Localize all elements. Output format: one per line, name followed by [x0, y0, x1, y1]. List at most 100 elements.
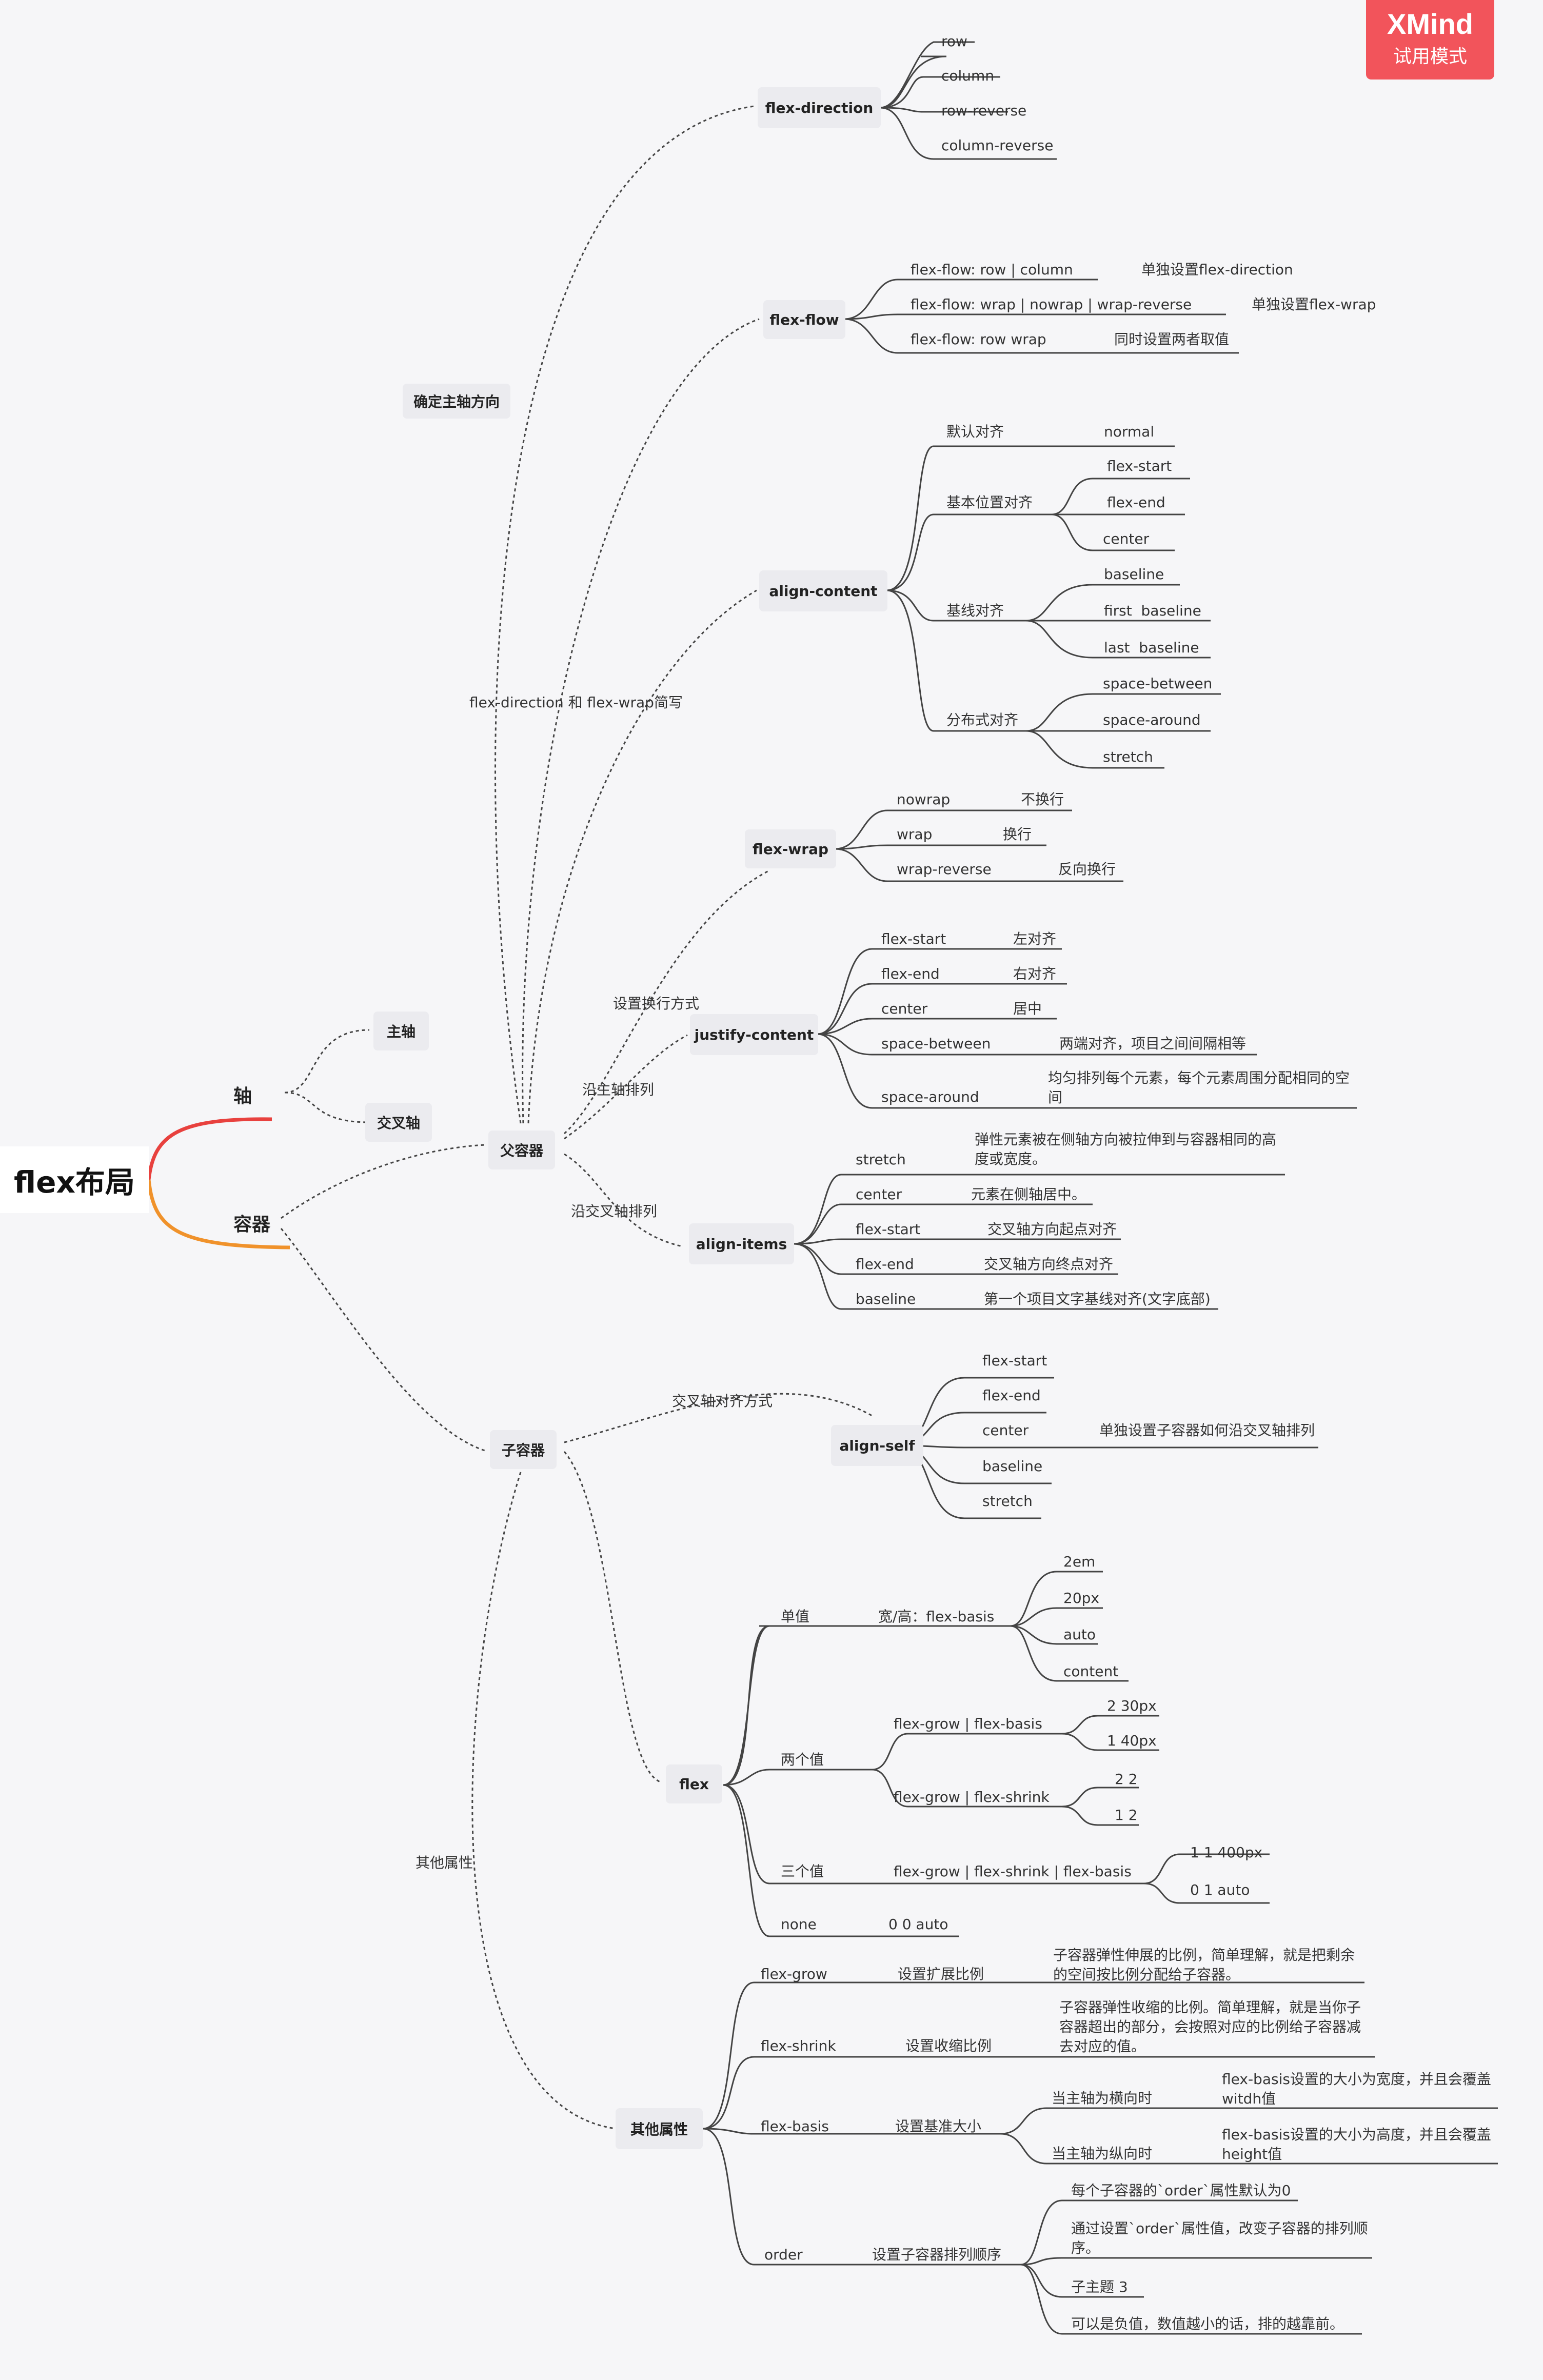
- align-items-topic[interactable]: align-items: [689, 1223, 794, 1264]
- align-self-note[interactable]: 单独设置子容器如何沿交叉轴排列: [1099, 1422, 1315, 1439]
- align-content-group-position[interactable]: 基本位置对齐: [946, 494, 1033, 511]
- align-items-center[interactable]: center: [856, 1186, 902, 1203]
- align-content-flex-end[interactable]: flex-end: [1107, 494, 1165, 511]
- justify-content-topic[interactable]: justify-content: [690, 1014, 818, 1055]
- flex-single-2em[interactable]: 2em: [1063, 1553, 1096, 1570]
- align-content-group-baseline[interactable]: 基线对齐: [946, 602, 1004, 619]
- other-flex-shrink[interactable]: flex-shrink: [761, 2037, 836, 2054]
- align-items-baseline[interactable]: baseline: [856, 1291, 916, 1307]
- justify-content-space-around[interactable]: space-around: [881, 1088, 979, 1105]
- other-order-note-3[interactable]: 子主题 3: [1071, 2278, 1128, 2295]
- flex-direction-row[interactable]: row: [941, 33, 967, 50]
- align-self-topic[interactable]: align-self: [831, 1425, 923, 1466]
- justify-content-center[interactable]: center: [881, 1000, 928, 1017]
- other-flex-basis[interactable]: flex-basis: [761, 2118, 829, 2135]
- flex-double-2-30px[interactable]: 2 30px: [1107, 1697, 1157, 1714]
- flex-single-label[interactable]: 单值: [781, 1608, 810, 1625]
- other-order-note-2[interactable]: 通过设置`order`属性值，改变子容器的排列顺序。: [1071, 2220, 1368, 2256]
- align-content-topic[interactable]: align-content: [759, 570, 887, 611]
- other-order-note-1[interactable]: 每个子容器的`order`属性默认为0: [1071, 2182, 1291, 2199]
- other-flex-grow[interactable]: flex-grow: [761, 1966, 827, 1982]
- flex-none-label[interactable]: none: [781, 1916, 817, 1933]
- flex-triple-label[interactable]: 三个值: [781, 1863, 824, 1880]
- align-content-stretch[interactable]: stretch: [1103, 748, 1153, 765]
- flex-double-desc-2[interactable]: flex-grow | flex-shrink: [894, 1789, 1050, 1806]
- flex-direction-row-reverse[interactable]: row-reverse: [941, 102, 1027, 119]
- align-items-flex-start-note[interactable]: 交叉轴方向起点对齐: [987, 1221, 1117, 1238]
- justify-content-space-around-note[interactable]: 均匀排列每个元素，每个元素周围分配相同的空间: [1048, 1069, 1350, 1106]
- align-content-space-around[interactable]: space-around: [1103, 711, 1201, 728]
- flex-flow-note-1[interactable]: 单独设置flex-direction: [1141, 261, 1293, 278]
- child-container-topic[interactable]: 子容器: [490, 1430, 557, 1469]
- justify-content-space-between[interactable]: space-between: [881, 1035, 991, 1052]
- flex-none-value[interactable]: 0 0 auto: [888, 1916, 948, 1933]
- align-items-center-note[interactable]: 元素在侧轴居中。: [971, 1186, 1086, 1203]
- align-items-stretch-note[interactable]: 弹性元素被在侧轴方向被拉伸到与容器相同的高度或宽度。: [975, 1131, 1277, 1167]
- flex-triple-desc[interactable]: flex-grow | flex-shrink | flex-basis: [894, 1863, 1132, 1880]
- flex-triple-1-1-400px[interactable]: 1 1 400px: [1190, 1844, 1263, 1861]
- flex-topic[interactable]: flex: [666, 1764, 722, 1803]
- flex-single-desc[interactable]: 宽/高：flex-basis: [878, 1608, 995, 1625]
- flex-flow-value-2[interactable]: flex-flow: wrap | nowrap | wrap-reverse: [911, 296, 1192, 313]
- parent-container-topic[interactable]: 父容器: [488, 1131, 555, 1169]
- align-content-center[interactable]: center: [1103, 530, 1150, 547]
- other-flex-basis-horizontal-note[interactable]: flex-basis设置的大小为宽度，并且会覆盖witdh值: [1222, 2071, 1491, 2107]
- other-flex-basis-desc[interactable]: 设置基准大小: [895, 2118, 982, 2135]
- flex-wrap-wrap-note[interactable]: 换行: [1003, 826, 1032, 843]
- align-content-first-baseline[interactable]: first baseline: [1104, 602, 1201, 619]
- other-flex-shrink-note[interactable]: 子容器弹性收缩的比例。简单理解，就是当你子容器超出的部分，会按照对应的比例给子容…: [1059, 1999, 1361, 2055]
- align-items-flex-start[interactable]: flex-start: [856, 1221, 921, 1238]
- flex-wrap-topic[interactable]: flex-wrap: [745, 829, 836, 868]
- align-self-stretch[interactable]: stretch: [982, 1493, 1033, 1510]
- flex-direction-column-reverse[interactable]: column-reverse: [941, 137, 1054, 154]
- flex-wrap-wrap-reverse-note[interactable]: 反向换行: [1058, 861, 1116, 878]
- flex-wrap-nowrap[interactable]: nowrap: [897, 791, 951, 808]
- justify-content-flex-start-note[interactable]: 左对齐: [1013, 930, 1057, 947]
- other-order-desc[interactable]: 设置子容器排列顺序: [872, 2246, 1002, 2263]
- justify-content-space-between-note[interactable]: 两端对齐，项目之间间隔相等: [1059, 1035, 1247, 1052]
- flex-double-2-2[interactable]: 2 2: [1115, 1771, 1138, 1788]
- root-topic[interactable]: flex布局: [0, 1146, 149, 1213]
- align-content-last-baseline[interactable]: last baseline: [1104, 639, 1199, 656]
- align-content-space-between[interactable]: space-between: [1103, 675, 1213, 692]
- align-items-flex-end-note[interactable]: 交叉轴方向终点对齐: [984, 1256, 1114, 1273]
- flex-wrap-wrap[interactable]: wrap: [897, 826, 933, 843]
- align-content-group-distributed[interactable]: 分布式对齐: [946, 711, 1019, 728]
- flex-triple-0-1-auto[interactable]: 0 1 auto: [1190, 1881, 1250, 1898]
- align-self-center[interactable]: center: [982, 1422, 1029, 1439]
- other-flex-basis-vertical[interactable]: 当主轴为纵向时: [1052, 2145, 1153, 2162]
- align-self-flex-start[interactable]: flex-start: [982, 1352, 1047, 1369]
- other-flex-grow-desc[interactable]: 设置扩展比例: [898, 1966, 984, 1982]
- other-order[interactable]: order: [764, 2246, 803, 2263]
- align-items-stretch[interactable]: stretch: [856, 1151, 906, 1168]
- flex-flow-value-1[interactable]: flex-flow: row | column: [911, 261, 1073, 278]
- align-content-normal[interactable]: normal: [1104, 423, 1155, 440]
- align-self-flex-end[interactable]: flex-end: [982, 1387, 1041, 1404]
- flex-single-auto[interactable]: auto: [1063, 1626, 1096, 1643]
- flex-wrap-wrap-reverse[interactable]: wrap-reverse: [897, 861, 992, 878]
- align-content-group-default[interactable]: 默认对齐: [946, 423, 1004, 440]
- other-order-note-4[interactable]: 可以是负值，数值越小的话，排的越靠前。: [1071, 2315, 1344, 2332]
- justify-content-flex-end[interactable]: flex-end: [881, 965, 940, 982]
- flex-double-1-2[interactable]: 1 2: [1115, 1807, 1138, 1823]
- other-properties-topic[interactable]: 其他属性: [616, 2108, 703, 2149]
- flex-flow-value-3[interactable]: flex-flow: row wrap: [911, 331, 1046, 348]
- other-flex-grow-note[interactable]: 子容器弹性伸展的比例，简单理解，就是把剩余的空间按比例分配给子容器。: [1053, 1947, 1355, 1983]
- other-flex-basis-horizontal[interactable]: 当主轴为横向时: [1052, 2090, 1153, 2107]
- align-items-baseline-note[interactable]: 第一个项目文字基线对齐(文字底部): [984, 1291, 1211, 1307]
- other-flex-shrink-desc[interactable]: 设置收缩比例: [905, 2037, 992, 2054]
- align-content-baseline[interactable]: baseline: [1104, 566, 1164, 583]
- align-items-flex-end[interactable]: flex-end: [856, 1256, 914, 1273]
- main-axis-topic[interactable]: 主轴: [373, 1012, 429, 1050]
- flex-wrap-nowrap-note[interactable]: 不换行: [1021, 791, 1064, 808]
- cross-axis-topic[interactable]: 交叉轴: [365, 1103, 432, 1142]
- container-branch-label[interactable]: 容器: [233, 1214, 271, 1235]
- flex-double-label[interactable]: 两个值: [781, 1751, 824, 1768]
- flex-single-20px[interactable]: 20px: [1063, 1590, 1099, 1607]
- justify-content-flex-start[interactable]: flex-start: [881, 930, 946, 947]
- flex-direction-topic[interactable]: flex-direction: [758, 87, 881, 128]
- align-self-baseline[interactable]: baseline: [982, 1458, 1043, 1475]
- flex-double-desc-1[interactable]: flex-grow | flex-basis: [894, 1715, 1042, 1732]
- flex-single-content[interactable]: content: [1063, 1663, 1119, 1680]
- flex-flow-note-2[interactable]: 单独设置flex-wrap: [1252, 296, 1376, 313]
